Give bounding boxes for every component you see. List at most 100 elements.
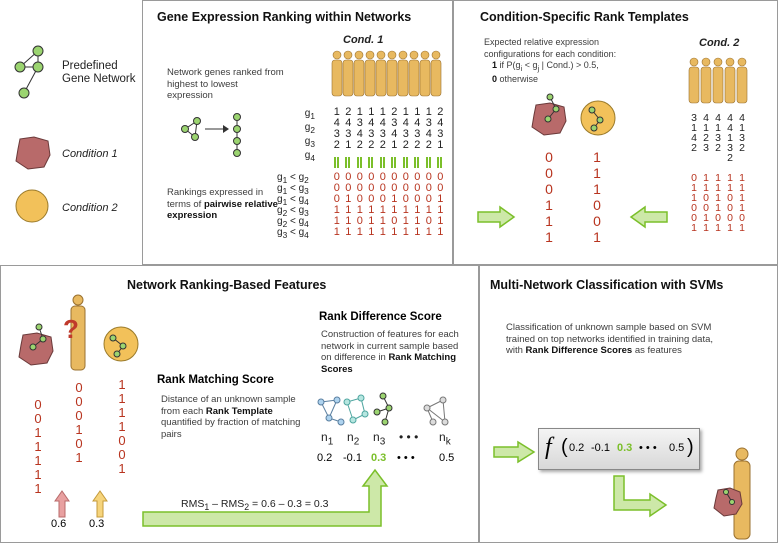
template-c1-value: 0 — [545, 165, 553, 181]
pair-cell: 0 — [356, 171, 363, 183]
net-score: 0.2 — [317, 452, 333, 464]
f-val: -0.1 — [591, 442, 610, 454]
rds-title: Rank Difference Score — [319, 311, 442, 323]
pair-cell: 0 — [402, 182, 409, 194]
cond2-pair-cell: 0 — [739, 212, 745, 224]
rank-cell: 3 — [356, 117, 363, 129]
pair-cell: 1 — [414, 215, 421, 227]
pair-cell: 1 — [402, 204, 409, 216]
cond2-rank-cell: 3 — [739, 132, 745, 144]
cond2-rank-cell: 4 — [727, 112, 733, 124]
f-open: ( — [561, 436, 568, 458]
network-label: n1 — [321, 430, 334, 448]
network-legend-label: Predefined Gene Network — [62, 60, 136, 85]
cond2-rank-cell: 4 — [691, 132, 697, 144]
svm-description: Classification of unknown sample based o… — [506, 322, 714, 356]
pair-cell: 1 — [414, 226, 421, 238]
cond2-pair-cell: 1 — [715, 192, 721, 204]
pairwise-description: Rankings expressed in terms of pairwise … — [167, 187, 285, 222]
template-c1-value: 1 — [545, 197, 553, 213]
rank-cell: 1 — [402, 106, 409, 118]
cond2-label: Cond. 2 — [699, 37, 740, 49]
cond2-pair-cell: 1 — [739, 192, 745, 204]
cond2-pair-cell: 1 — [715, 182, 721, 194]
cond2-rank-cell: 2 — [739, 142, 745, 154]
condition1-legend-label: Condition 1 — [62, 148, 118, 160]
rank-cell: 2 — [345, 106, 352, 118]
pair-cell: 1 — [425, 204, 432, 216]
gene-label: g4 — [304, 150, 315, 163]
cond2-pair-cell: 1 — [703, 172, 709, 184]
pair-cell: 0 — [402, 193, 409, 205]
rank-cell: 2 — [368, 139, 375, 151]
cond2-pair-cell: 0 — [703, 192, 709, 204]
cond2-pair-cell: 0 — [703, 202, 709, 214]
template-c2-value: 0 — [593, 213, 601, 229]
pair-label: g1 < g4 — [277, 194, 309, 207]
template-c1-value: 0 — [545, 181, 553, 197]
cond2-pair-cell: 1 — [727, 182, 733, 194]
pair-cell: 0 — [437, 171, 444, 183]
network-nk-icon — [423, 396, 449, 426]
rank-cell: 1 — [425, 106, 432, 118]
network-n3-icon — [373, 392, 393, 426]
network-label: n3 — [373, 430, 386, 448]
cond2-rank-cell: 2 — [715, 142, 721, 154]
question-mark: ? — [63, 314, 79, 344]
cond2-rank-cell: 4 — [703, 112, 709, 124]
cond2-people — [688, 57, 748, 104]
net-score: -0.1 — [343, 452, 362, 464]
features-condition2-shape — [103, 326, 139, 362]
rank-cell: 2 — [437, 106, 444, 118]
features-c1-value: 0 — [34, 397, 42, 412]
pair-cell: 1 — [333, 204, 340, 216]
rank-cell: 1 — [333, 106, 340, 118]
pair-cell: 0 — [414, 193, 421, 205]
cond2-rank-cell: 3 — [727, 142, 733, 154]
rank-cell: 4 — [437, 117, 444, 129]
gene-label: g2 — [304, 122, 315, 135]
cond2-rank-cell: 1 — [715, 122, 721, 134]
pair-cell: 1 — [391, 226, 398, 238]
features-u-value: 1 — [75, 422, 83, 437]
features-u-value: 0 — [75, 436, 83, 451]
f-close: ) — [687, 436, 694, 458]
network-to-ranked-icon — [181, 113, 241, 157]
rank-cell: 3 — [333, 128, 340, 140]
gene-labels: g1 g2 g3 g4 — [293, 108, 315, 164]
rank-cell: 4 — [356, 128, 363, 140]
cond2-rank-cell: 3 — [703, 142, 709, 154]
arrow-left — [629, 205, 668, 229]
template-c2-value: 1 — [593, 165, 601, 181]
template-rule-1: 1 if P(gi < gj | Cond.) > 0.5, — [492, 60, 599, 73]
pair-cell: 1 — [391, 193, 398, 205]
condition2-icon — [15, 189, 49, 223]
cond2-pair-cell: 0 — [727, 192, 733, 204]
rank-cell: 4 — [402, 117, 409, 129]
rank-cell: 3 — [345, 128, 352, 140]
cond2-pair-cell: 0 — [727, 212, 733, 224]
features-c2-value: 1 — [118, 391, 126, 406]
pair-cell: 1 — [379, 215, 386, 227]
cond2-pair-cell: 1 — [703, 182, 709, 194]
f-val-ellipsis: • • • — [639, 442, 657, 454]
pair-cell: 0 — [425, 182, 432, 194]
cond2-pair-cell: 1 — [739, 182, 745, 194]
pair-cell: 0 — [425, 171, 432, 183]
template-rule-0: 0 otherwise — [492, 74, 539, 85]
rank-cell: 4 — [414, 117, 421, 129]
rank-cell: 1 — [345, 139, 352, 151]
cond2-pair-cell: 1 — [691, 192, 697, 204]
